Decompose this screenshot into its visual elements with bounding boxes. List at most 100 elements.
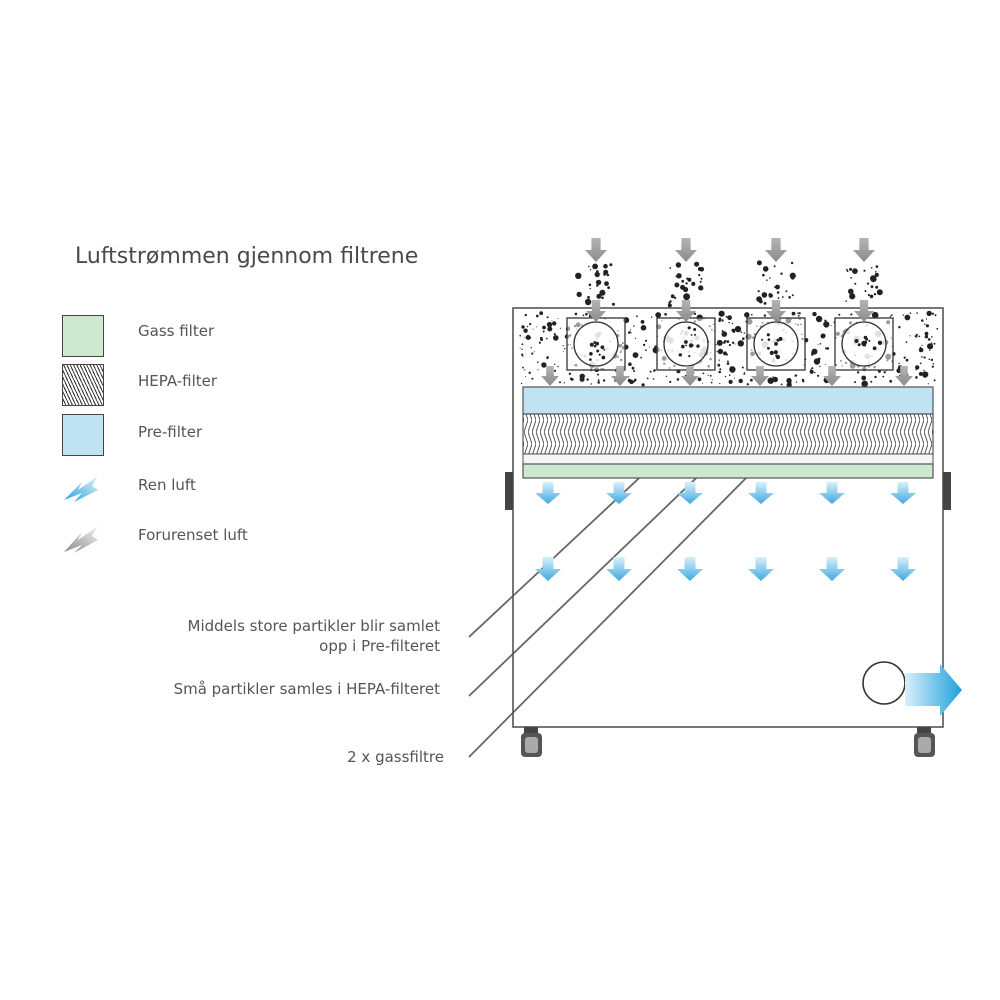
dust-particle xyxy=(870,275,877,282)
dust-particle xyxy=(602,379,606,382)
dust-particle xyxy=(871,311,879,319)
dust-particle xyxy=(683,293,690,301)
dust-particle xyxy=(633,378,637,382)
dust-particle xyxy=(736,326,739,330)
dust-particle xyxy=(762,273,765,277)
dust-particle xyxy=(775,354,778,357)
dust-particle xyxy=(630,331,632,334)
dust-particle xyxy=(927,343,934,350)
dust-particle xyxy=(896,368,902,374)
dust-particle xyxy=(741,366,744,369)
dust-particle xyxy=(905,358,909,362)
dust-particle xyxy=(593,341,597,344)
dust-particle xyxy=(564,348,566,350)
dust-particle xyxy=(830,324,832,326)
dust-particle xyxy=(589,269,592,271)
leader-line-gas-filter xyxy=(468,463,761,758)
dust-particle xyxy=(552,321,557,326)
dust-particle xyxy=(861,375,867,381)
dust-particle xyxy=(655,312,662,318)
dust-particle xyxy=(690,334,693,336)
dust-particle xyxy=(586,378,589,381)
dust-particle xyxy=(905,341,908,343)
dust-particle xyxy=(869,294,874,299)
outlet-clean-air-arrow-icon xyxy=(905,664,962,716)
dust-particle xyxy=(778,336,783,341)
dust-particle xyxy=(707,374,709,376)
polluted-air-arrow-icon xyxy=(541,366,559,386)
polluted-air-arrow-icon xyxy=(895,366,913,386)
dust-particle xyxy=(633,380,636,383)
dust-particle xyxy=(648,346,650,348)
dust-particle xyxy=(676,378,680,381)
dust-particle xyxy=(597,379,600,382)
dust-particle xyxy=(813,358,821,365)
dust-particle xyxy=(588,283,592,287)
diagram-title: Luftstrømmen gjennom filtrene xyxy=(75,244,419,269)
dust-particle xyxy=(931,365,934,368)
dust-particle xyxy=(870,267,873,269)
dust-particle xyxy=(780,383,783,386)
dust-particle xyxy=(535,326,537,328)
clean-air-arrow-icon xyxy=(819,482,845,504)
dust-particle xyxy=(898,362,900,365)
dust-particle xyxy=(596,293,602,299)
dust-particle xyxy=(928,358,931,361)
dust-particle xyxy=(563,382,565,384)
dust-particle xyxy=(687,326,691,330)
dust-particle xyxy=(520,382,523,385)
dust-particle xyxy=(694,333,696,336)
dust-particle xyxy=(819,365,821,368)
dust-particle xyxy=(797,312,799,315)
dust-particle xyxy=(688,343,694,348)
dust-particle xyxy=(854,339,859,343)
dust-particle xyxy=(634,337,637,339)
dust-particle xyxy=(933,379,936,382)
dust-particle xyxy=(698,274,701,277)
dust-particle xyxy=(717,363,721,367)
leader-line-hepa-filter xyxy=(468,435,741,697)
caster-left xyxy=(521,727,542,757)
outlet-vent xyxy=(862,661,906,705)
dust-particle xyxy=(553,369,557,372)
dust-particle xyxy=(921,344,923,346)
dust-particle xyxy=(921,356,923,358)
dust-particle xyxy=(529,323,532,326)
dust-particle xyxy=(644,339,648,342)
dust-particle xyxy=(541,362,547,368)
dust-particle xyxy=(740,331,742,334)
dust-particle xyxy=(794,375,796,377)
clean-air-arrow-icon xyxy=(535,557,561,581)
dust-particle xyxy=(875,265,879,268)
dust-particle xyxy=(719,382,721,385)
dust-particle xyxy=(903,356,906,359)
dust-particle xyxy=(535,314,539,318)
dust-particle xyxy=(589,358,592,361)
dust-particle xyxy=(674,282,680,288)
dust-particle xyxy=(519,347,521,349)
dust-particle xyxy=(595,279,602,286)
dust-particle xyxy=(719,368,722,371)
dust-particle xyxy=(667,303,672,308)
dust-particle xyxy=(809,369,814,374)
dust-particle xyxy=(702,382,704,384)
dust-particle xyxy=(767,377,774,384)
dust-particle xyxy=(726,353,728,356)
dust-particle xyxy=(785,290,788,293)
dust-particle xyxy=(631,366,635,370)
dust-particle xyxy=(557,317,559,319)
polluted-air-arrow-icon xyxy=(765,238,787,262)
clean-air-arrow-icon xyxy=(748,482,774,504)
dust-particle xyxy=(743,372,746,375)
dust-particle xyxy=(786,377,792,384)
dust-particle xyxy=(751,313,753,316)
dust-particle xyxy=(521,348,523,350)
dust-particle xyxy=(718,359,720,361)
dust-particle xyxy=(601,355,606,360)
dust-particle xyxy=(874,272,879,277)
dust-particle xyxy=(761,338,764,341)
dust-particle xyxy=(727,315,732,321)
dust-particle xyxy=(522,355,524,357)
callout-hepa-filter: Små partikler samles i HEPA-filteret xyxy=(173,680,440,698)
